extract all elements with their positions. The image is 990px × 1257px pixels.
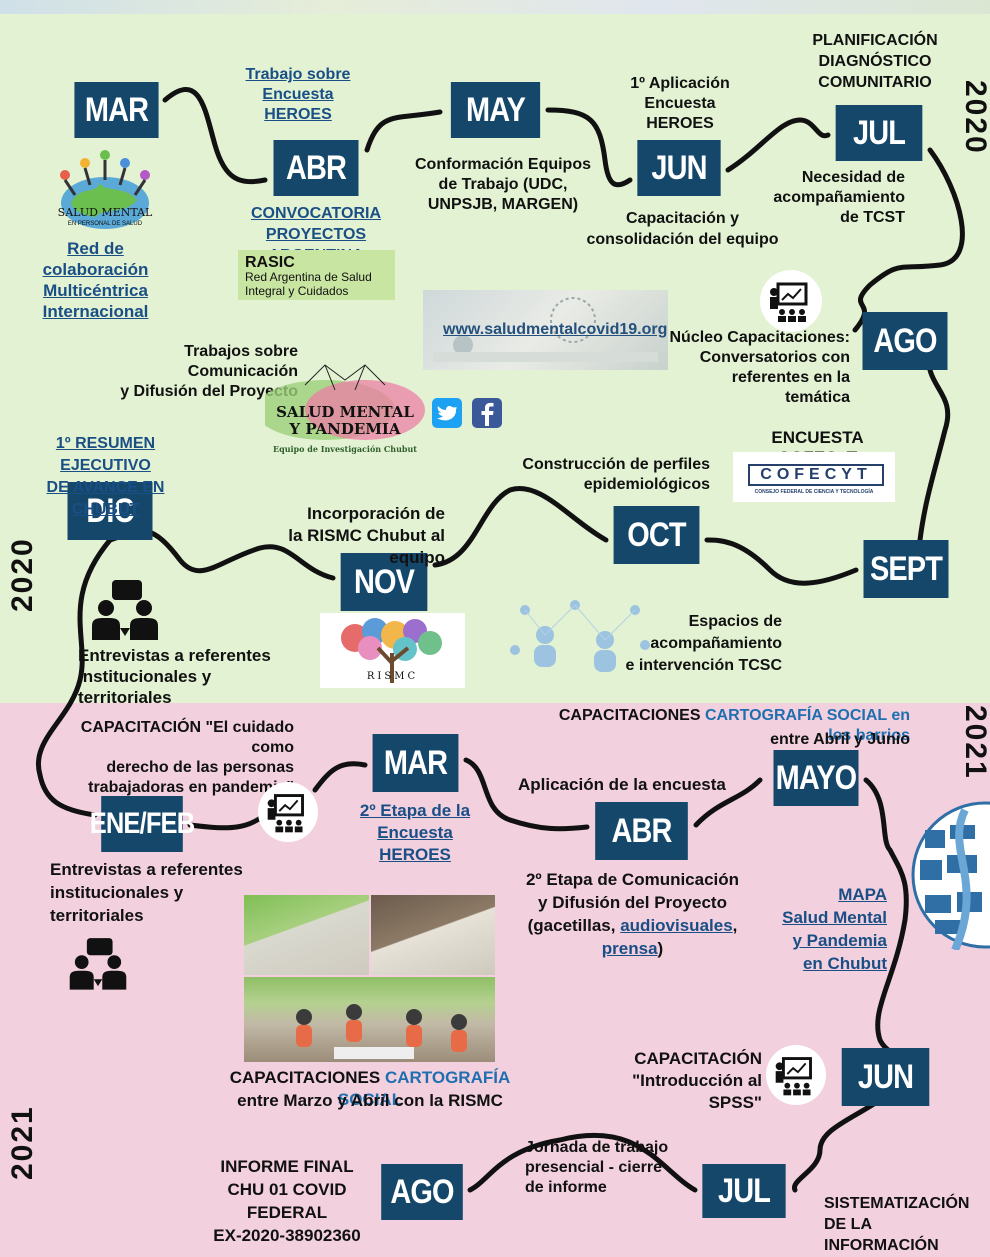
month-jul-2021: JUL xyxy=(702,1164,786,1218)
capacitacion-consolidacion-text: Capacitación y consolidación del equipo xyxy=(586,210,779,248)
website-link[interactable]: www.saludmentalcovid19.org xyxy=(443,321,668,338)
training-presentation-icon xyxy=(760,270,822,332)
people-network-illustration xyxy=(505,590,655,680)
trabajos-comunicacion-text: Trabajos sobre Comunicación y Difusión d… xyxy=(120,343,298,400)
aplicacion-encuesta-label: Aplicación de la encuesta xyxy=(518,775,726,794)
twitter-icon[interactable] xyxy=(432,398,462,428)
entrevistas-referentes-text: Entrevistas a referentes institucionales… xyxy=(78,646,271,707)
city-map-icon xyxy=(905,800,990,952)
facebook-icon[interactable] xyxy=(472,398,502,428)
month-jun-2020: JUN xyxy=(637,140,721,196)
month-abr-2021: ABR xyxy=(595,802,688,860)
resumen-ejecutivo-link[interactable]: 1º RESUMEN EJECUTIVO DE AVANCE EN CHUBUT xyxy=(46,435,165,518)
entrevistas-referentes-2-text: Entrevistas a referentes institucionales… xyxy=(50,860,243,925)
month-jul-2020: JUL xyxy=(835,105,923,161)
year-label-2020-right: 2020 xyxy=(959,80,990,155)
month-oct-2020: OCT xyxy=(613,506,700,564)
smp-title-1: SALUD MENTAL xyxy=(276,403,414,421)
rasic-subtitle: Red Argentina de Salud Integral y Cuidad… xyxy=(245,270,372,298)
segunda-etapa-comunicacion-text: 2º Etapa de Comunicación y Difusión del … xyxy=(500,868,765,960)
segunda-etapa-com-line: 2º Etapa de Comunicación y Difusión del … xyxy=(525,870,740,912)
incorporacion-rismc-text: Incorporación de la RISMC Chubut al equi… xyxy=(288,504,445,567)
top-decorative-strip xyxy=(0,0,990,14)
cofecyt-logo-sub: CONSEJO FEDERAL DE CIENCIA Y TECNOLOGÍA xyxy=(754,489,874,495)
capacitacion-spss-text: CAPACITACIÓN "Introducción al SPSS" xyxy=(632,1049,762,1112)
nucleo-capacitaciones-text: Núcleo Capacitaciones: Conversatorios co… xyxy=(669,329,851,406)
month-jun-2021: JUN xyxy=(841,1048,930,1106)
cap-cart-prefix: CAPACITACIONES xyxy=(558,707,705,724)
cofecyt-logo-text: COFECYT xyxy=(748,464,884,486)
capacitacion-cuidado-text: CAPACITACIÓN "El cuidado como derecho de… xyxy=(80,719,294,796)
month-dic-2020: DIC xyxy=(67,482,153,540)
cap2-highlight: CARTOGRAFÍA SOCIAL xyxy=(337,1068,511,1109)
month-mar-2020: MAR xyxy=(74,82,159,138)
rasic-logo-box: RASIC Red Argentina de Salud Integral y … xyxy=(238,250,395,300)
website-banner-image xyxy=(423,290,668,370)
year-label-2021-right: 2021 xyxy=(959,705,990,780)
training-presentation-icon-2 xyxy=(258,782,318,842)
month-enefeb-2021: ENE/FEB xyxy=(90,796,195,852)
interview-people-icon-2 xyxy=(68,935,128,991)
links-separator: , xyxy=(732,916,738,935)
month-ago-2020: AGO xyxy=(862,312,948,370)
cap-cart-highlight: CARTOGRAFÍA SOCIAL en los barrios xyxy=(704,707,910,744)
segunda-etapa-com-links: (gacetillas, audiovisuales, prensa) xyxy=(500,914,765,960)
month-nov-2020: NOV xyxy=(340,553,428,611)
rismc-label: RISMC xyxy=(366,671,419,682)
necesidad-acompanamiento-text: Necesidad de acompañamiento de TCST xyxy=(773,169,905,226)
capacitaciones-cartografia-social: CAPACITACIONES CARTOGRAFÍA SOCIAL xyxy=(225,1067,515,1111)
mapa-salud-mental-link[interactable]: MAPA Salud Mental y Pandemia en Chubut xyxy=(782,885,887,973)
construccion-perfiles-text: Construcción de perfiles epidemiológicos xyxy=(522,456,710,493)
smp-title-2: Y PANDEMIA xyxy=(289,420,401,438)
year-label-2020-left: 2020 xyxy=(6,537,39,612)
smp-subtitle: Equipo de Investigación Chubut xyxy=(273,444,417,454)
workshop-photo-3 xyxy=(244,977,495,1062)
jornada-trabajo-text: Jornada de trabajo presencial - cierre d… xyxy=(525,1139,669,1196)
training-presentation-icon-3 xyxy=(766,1045,826,1105)
salud-mental-logo-subtext: EN PERSONAL DE SALUD xyxy=(67,221,143,227)
sistematizacion-text: SISTEMATIZACIÓN DE LA INFORMACIÓN xyxy=(824,1195,970,1254)
gacetillas-open: (gacetillas, xyxy=(527,916,621,935)
conformacion-equipos-text: Conformación Equipos de Trabajo (UDC, UN… xyxy=(415,156,591,213)
month-abr-2020: ABR xyxy=(273,140,359,196)
workshop-photo-2 xyxy=(371,895,495,975)
rasic-title: RASIC xyxy=(245,254,295,271)
informe-final-text: INFORME FINAL CHU 01 COVID FEDERAL EX-20… xyxy=(213,1157,361,1245)
rismc-tree-logo: RISMC xyxy=(320,613,465,688)
interview-people-icon xyxy=(90,578,160,640)
cofecyt-logo: COFECYT CONSEJO FEDERAL DE CIENCIA Y TEC… xyxy=(733,452,895,502)
workshop-photo-1 xyxy=(244,895,369,975)
planificacion-text: PLANIFICACIÓN DIAGNÓSTICO COMUNITARIO xyxy=(812,32,938,91)
aplicacion-encuesta-text: Aplicación de la encuesta xyxy=(518,775,726,795)
month-mayo-2021: MAYO xyxy=(773,750,859,806)
links-close: ) xyxy=(657,939,664,958)
segunda-etapa-heroes-link[interactable]: 2º Etapa de la Encuesta HEROES xyxy=(359,801,471,864)
salud-mental-logo-text: SALUD MENTAL xyxy=(57,206,153,219)
trabajo-heroes-link[interactable]: Trabajo sobre Encuesta HEROES xyxy=(245,66,351,123)
entre-marzo-abril-text: entre Marzo y Abril con la RISMC xyxy=(237,1091,503,1110)
audiovisuales-link[interactable]: audiovisuales xyxy=(620,916,733,935)
month-sept-2020: SEPT xyxy=(863,540,949,598)
prensa-link[interactable]: prensa xyxy=(601,939,658,958)
salud-mental-globe-logo xyxy=(45,145,165,235)
espacios-acompanamiento-text: Espacios de acompañamiento e intervenció… xyxy=(625,613,782,674)
entre-abril-junio-text: entre Abril y Junio xyxy=(770,731,910,748)
primera-aplicacion-text: 1º Aplicación Encuesta HEROES xyxy=(630,75,730,132)
capacitaciones-cartografia-barrios: CAPACITACIONES CARTOGRAFÍA SOCIAL en los… xyxy=(540,706,910,746)
salud-mental-pandemia-logo: SALUD MENTAL Y PANDEMIA Equipo de Invest… xyxy=(255,360,425,460)
month-may-2020: MAY xyxy=(450,82,541,138)
month-ago-2021: AGO xyxy=(381,1164,463,1220)
cap2-prefix: CAPACITACIONES xyxy=(229,1068,385,1087)
red-colaboracion-link[interactable]: Red de colaboración Multicéntrica Intern… xyxy=(42,239,149,321)
year-label-2021-left: 2021 xyxy=(6,1105,39,1180)
month-mar-2021: MAR xyxy=(372,734,459,792)
